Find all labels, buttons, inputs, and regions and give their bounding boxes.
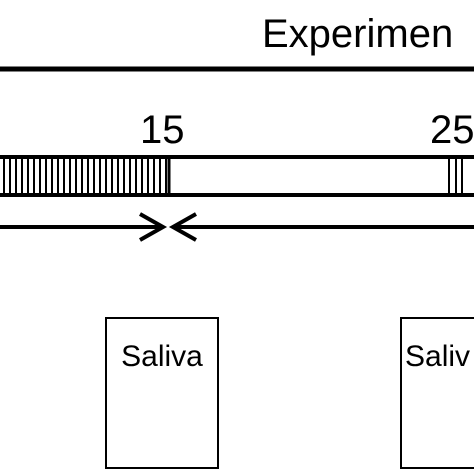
tick-label-25: 25: [430, 108, 474, 152]
saliva-box-1-label: Saliva: [121, 340, 203, 373]
saliva-box-1: [105, 317, 219, 469]
timeline-bar: [0, 155, 474, 197]
experiment-header: Experimen: [262, 12, 453, 56]
tick-label-15: 15: [140, 108, 185, 152]
saliva-box-2-label: Saliv: [405, 340, 470, 373]
saliva-box-2: [400, 317, 474, 469]
arrow-right-head: [139, 212, 168, 242]
hatched-segment: [3, 159, 167, 193]
arrow-left-head: [168, 212, 197, 242]
